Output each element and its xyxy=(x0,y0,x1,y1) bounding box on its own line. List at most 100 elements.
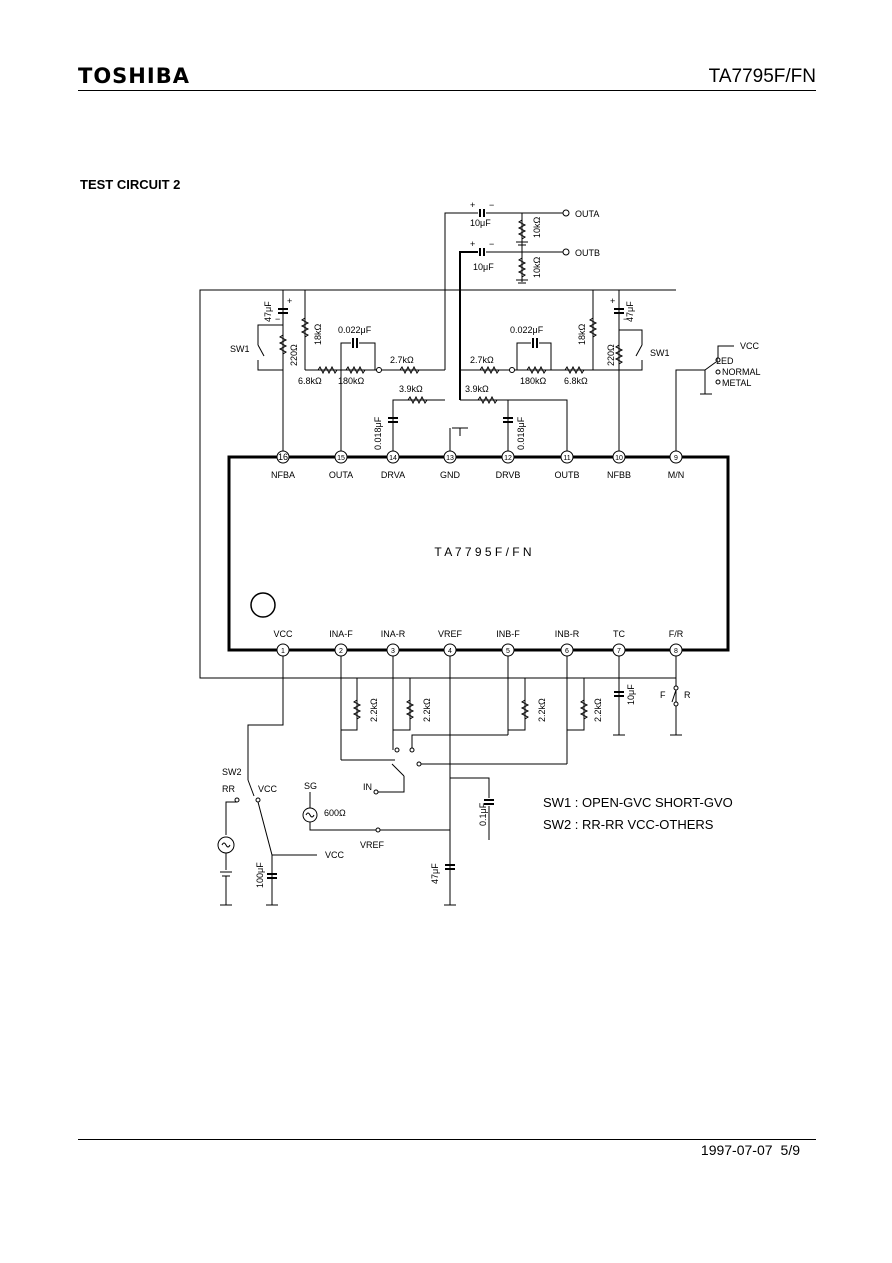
svg-text:1: 1 xyxy=(281,648,285,655)
outa-wire xyxy=(444,212,478,370)
pin-13: 13 GND xyxy=(440,450,461,480)
svg-text:SG: SG xyxy=(304,781,317,791)
svg-text:2.7kΩ: 2.7kΩ xyxy=(390,355,414,365)
svg-text:OUTB: OUTB xyxy=(575,248,600,258)
section-title: TEST CIRCUIT 2 xyxy=(80,177,181,192)
svg-text:OUTA: OUTA xyxy=(575,209,599,219)
svg-text:11: 11 xyxy=(563,455,570,462)
svg-text:−: − xyxy=(623,314,628,324)
svg-text:INB-F: INB-F xyxy=(496,629,520,639)
svg-text:NORMAL: NORMAL xyxy=(722,367,761,377)
svg-text:INA-F: INA-F xyxy=(329,629,353,639)
note-sw1: SW1 : OPEN-GVC SHORT-GVO xyxy=(543,795,733,810)
svg-text:INA-R: INA-R xyxy=(381,629,406,639)
svg-text:180kΩ: 180kΩ xyxy=(338,376,365,386)
pin-15: 15 OUTA xyxy=(329,450,353,480)
svg-text:DRVB: DRVB xyxy=(496,470,521,480)
part-number: TA7795F/FN xyxy=(708,66,816,87)
pin-5: INB-F 5 xyxy=(496,629,520,657)
svg-text:2.2kΩ: 2.2kΩ xyxy=(593,698,603,722)
svg-text:220Ω: 220Ω xyxy=(289,344,299,366)
note-sw2: SW2 : RR-RR VCC-OTHERS xyxy=(543,817,714,832)
svg-text:INB-R: INB-R xyxy=(555,629,580,639)
svg-text:47μF: 47μF xyxy=(263,301,273,322)
svg-text:12: 12 xyxy=(504,455,512,462)
svg-text:10kΩ: 10kΩ xyxy=(532,216,542,238)
svg-text:0.018μF: 0.018μF xyxy=(516,416,526,450)
svg-text:−: − xyxy=(489,239,494,249)
footer-page: 5/9 xyxy=(780,1142,800,1158)
pin-10: 10 NFBB xyxy=(607,450,631,480)
svg-text:IN: IN xyxy=(363,782,372,792)
svg-text:0.1μF: 0.1μF xyxy=(478,802,488,826)
svg-text:GND: GND xyxy=(440,470,461,480)
svg-text:0.022μF: 0.022μF xyxy=(510,325,544,335)
svg-text:SW1: SW1 xyxy=(650,348,670,358)
svg-text:LED: LED xyxy=(716,356,734,366)
pin-4: VREF 4 xyxy=(438,629,463,657)
svg-text:SW1: SW1 xyxy=(230,344,250,354)
svg-text:4: 4 xyxy=(448,648,452,655)
svg-text:10μF: 10μF xyxy=(470,218,491,228)
footer-date: 1997-07-07 xyxy=(700,1142,773,1158)
svg-text:+: + xyxy=(470,239,475,249)
svg-text:16: 16 xyxy=(278,452,288,462)
pin-8: F/R 8 xyxy=(669,629,684,657)
footer: 1997-07-07 5/9 xyxy=(693,1142,800,1158)
svg-text:NFBA: NFBA xyxy=(271,470,295,480)
pin-1: VCC 1 xyxy=(273,629,293,657)
svg-text:VREF: VREF xyxy=(360,840,385,850)
svg-text:2: 2 xyxy=(339,648,343,655)
svg-text:15: 15 xyxy=(337,455,345,462)
svg-text:13: 13 xyxy=(446,455,454,462)
svg-text:6.8kΩ: 6.8kΩ xyxy=(298,376,322,386)
svg-text:3.9kΩ: 3.9kΩ xyxy=(399,384,423,394)
svg-text:600Ω: 600Ω xyxy=(324,808,346,818)
svg-text:VCC: VCC xyxy=(325,850,345,860)
svg-text:3.9kΩ: 3.9kΩ xyxy=(465,384,489,394)
svg-text:3: 3 xyxy=(391,648,395,655)
svg-text:2.2kΩ: 2.2kΩ xyxy=(422,698,432,722)
svg-text:+: + xyxy=(470,200,475,210)
svg-text:RR: RR xyxy=(222,784,235,794)
svg-text:180kΩ: 180kΩ xyxy=(520,376,547,386)
svg-text:100μF: 100μF xyxy=(255,862,265,888)
outb-wire xyxy=(459,251,478,400)
svg-text:10kΩ: 10kΩ xyxy=(532,256,542,278)
svg-text:NFBB: NFBB xyxy=(607,470,631,480)
svg-text:METAL: METAL xyxy=(722,378,751,388)
svg-text:−: − xyxy=(275,314,280,324)
pin-7: TC 7 xyxy=(612,629,626,657)
svg-text:M/N: M/N xyxy=(668,470,685,480)
header-divider xyxy=(78,90,816,91)
svg-text:220Ω: 220Ω xyxy=(606,344,616,366)
svg-text:+: + xyxy=(287,296,292,306)
pin-11: 11 OUTB xyxy=(554,450,580,480)
svg-text:F/R: F/R xyxy=(669,629,684,639)
svg-text:6.8kΩ: 6.8kΩ xyxy=(564,376,588,386)
svg-text:47μF: 47μF xyxy=(625,301,635,322)
svg-text:10μF: 10μF xyxy=(473,262,494,272)
svg-text:0.022μF: 0.022μF xyxy=(338,325,372,335)
svg-text:VCC: VCC xyxy=(740,341,760,351)
svg-text:2.2kΩ: 2.2kΩ xyxy=(537,698,547,722)
svg-text:OUTA: OUTA xyxy=(329,470,353,480)
svg-text:OUTB: OUTB xyxy=(554,470,579,480)
svg-text:7: 7 xyxy=(617,648,621,655)
svg-text:10: 10 xyxy=(615,455,623,462)
pin1-marker xyxy=(250,592,276,618)
svg-text:VREF: VREF xyxy=(438,629,463,639)
svg-text:−: − xyxy=(489,200,494,210)
svg-text:+: + xyxy=(610,296,615,306)
pin-14: 14 DRVA xyxy=(381,450,405,480)
chip-label: T A 7 7 9 5 F / F N xyxy=(434,545,531,559)
svg-text:VCC: VCC xyxy=(273,629,293,639)
pin-16: 16 NFBA xyxy=(271,450,295,480)
footer-divider xyxy=(78,1139,816,1140)
pin-3: INA-R 3 xyxy=(381,629,406,657)
svg-text:2.2kΩ: 2.2kΩ xyxy=(369,698,379,722)
pin-2: INA-F 2 xyxy=(329,629,353,657)
svg-text:6: 6 xyxy=(565,648,569,655)
svg-text:2.7kΩ: 2.7kΩ xyxy=(470,355,494,365)
